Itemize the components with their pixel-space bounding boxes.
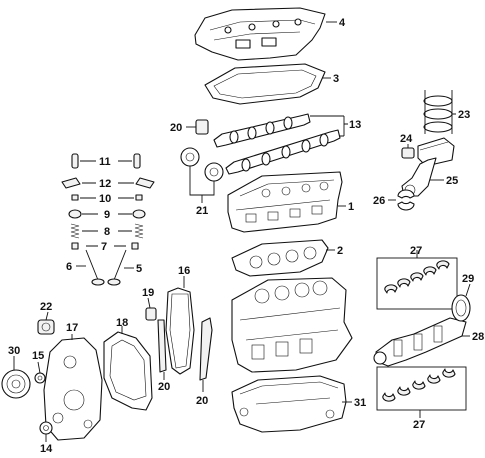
callout-27-lower: 27	[413, 419, 425, 431]
cam-position-sensor	[195, 119, 209, 135]
callout-18: 18	[116, 317, 128, 329]
callout-19: 19	[142, 287, 154, 299]
oil-pan	[231, 375, 347, 433]
callout-7: 7	[101, 241, 107, 253]
callout-12: 12	[99, 178, 111, 190]
rocker-arms-12	[61, 177, 155, 189]
camshafts	[213, 113, 341, 175]
timing-cover-gasket	[103, 331, 153, 411]
callout-29: 29	[462, 273, 474, 285]
callout-28: 28	[472, 331, 484, 343]
chain-guide-right	[199, 317, 213, 381]
callout-20-sensor: 20	[170, 122, 182, 134]
callout-22: 22	[40, 301, 52, 313]
valve-cover	[194, 7, 326, 61]
lifters-11	[71, 153, 141, 169]
callout-16: 16	[178, 265, 190, 277]
engine-block	[231, 277, 353, 373]
callout-11: 11	[99, 156, 111, 168]
callout-9: 9	[104, 209, 110, 221]
callout-8: 8	[104, 226, 110, 238]
valve-seals-7	[71, 242, 139, 250]
spring-retainers-9	[68, 209, 146, 219]
callout-23: 23	[458, 109, 470, 121]
head-gasket	[231, 239, 329, 277]
valve-5	[107, 249, 127, 286]
timing-cover	[43, 337, 103, 441]
piston-rings	[423, 95, 453, 133]
callout-21: 21	[196, 205, 208, 217]
cam-actuators	[180, 147, 224, 182]
main-bearings-lower	[382, 368, 456, 402]
callout-31: 31	[354, 397, 366, 409]
callout-13: 13	[349, 119, 361, 131]
callout-27-upper: 27	[410, 245, 422, 257]
seal-14	[39, 421, 53, 435]
front-seal-15	[34, 372, 46, 384]
callout-20-guide-right: 20	[196, 395, 208, 407]
callout-14: 14	[40, 443, 53, 455]
piston	[417, 137, 455, 167]
crankshaft	[373, 317, 467, 367]
callout-15: 15	[32, 350, 44, 362]
callout-3: 3	[333, 73, 339, 85]
cylinder-head	[227, 171, 343, 233]
main-bearings-lower-box	[376, 366, 467, 411]
main-bearings-upper	[384, 260, 450, 294]
rear-main-seal	[451, 294, 471, 322]
chain-tensioner	[145, 307, 157, 321]
chain-guide-left	[157, 319, 167, 373]
callout-10: 10	[99, 193, 111, 205]
callout-24: 24	[400, 133, 413, 145]
rod-bearing	[397, 189, 415, 211]
piston-pin	[401, 147, 415, 159]
callout-17: 17	[66, 322, 78, 334]
callout-6: 6	[66, 261, 72, 273]
callout-2: 2	[337, 245, 343, 257]
callout-25: 25	[446, 175, 458, 187]
oil-pump-part-22	[37, 319, 55, 335]
callout-20-guide-left: 20	[158, 381, 170, 393]
harmonic-balancer	[1, 369, 31, 399]
valve-keepers-10	[71, 194, 143, 201]
callout-26: 26	[373, 195, 385, 207]
callout-1: 1	[348, 201, 354, 213]
valve-springs-8	[70, 223, 144, 239]
valve-cover-gasket	[204, 63, 326, 105]
callout-4: 4	[339, 17, 346, 29]
timing-chain	[165, 287, 195, 375]
callout-30: 30	[8, 345, 20, 357]
valve-6	[85, 249, 105, 286]
callout-5: 5	[136, 263, 142, 275]
